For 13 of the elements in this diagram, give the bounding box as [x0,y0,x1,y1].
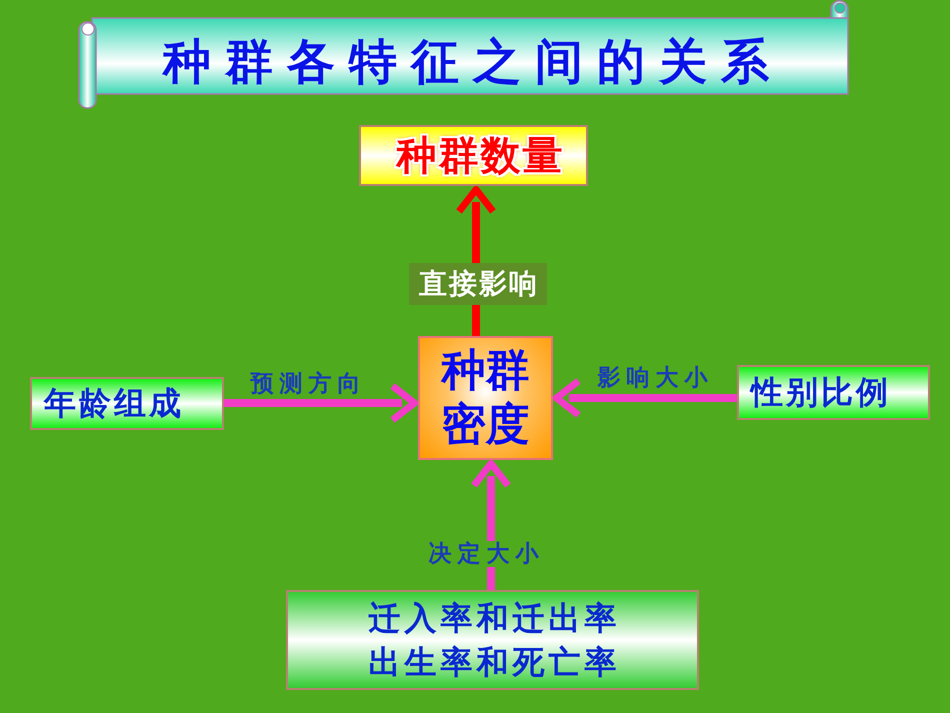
edge-label: 直接影响 [409,263,547,305]
text-line: 出生率和死亡率 [368,642,620,683]
arrow [553,378,737,418]
concept-box [286,590,699,690]
concept-box: 年龄组成 [30,377,224,430]
concept-box: 种群密度 [418,336,553,460]
text-line: 迁入率和迁出率 [368,598,620,639]
arrow [456,186,496,336]
title: 种群各特征之间的关系 [161,33,783,92]
arrow [224,382,418,424]
arrow [470,460,512,590]
concept-box: 种群数量 [359,125,588,186]
concept-box: 性别比例 [737,365,930,420]
